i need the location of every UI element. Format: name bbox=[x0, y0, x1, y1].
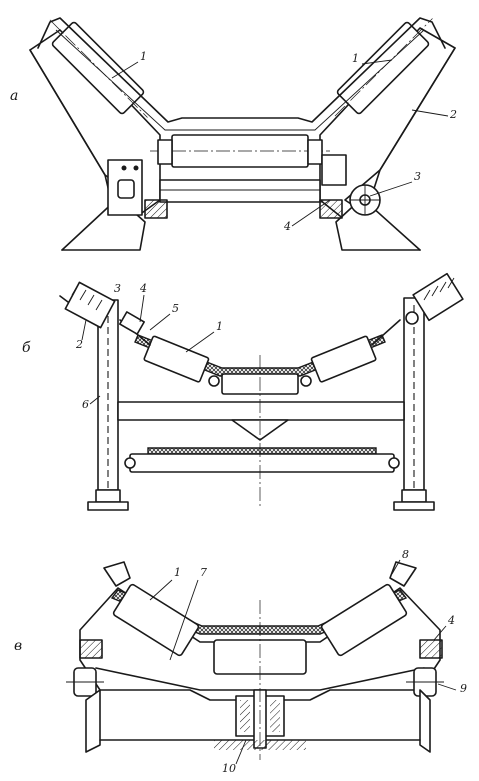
left-clamp bbox=[144, 199, 168, 219]
right-mount-hatch bbox=[420, 640, 442, 658]
right-hanger-link bbox=[371, 319, 401, 346]
right-edge-guard bbox=[389, 561, 417, 587]
left-spring-assembly bbox=[64, 281, 116, 329]
return-belt bbox=[147, 447, 377, 455]
callout-a-2: 2 bbox=[449, 108, 457, 121]
callout-b-3: 3 bbox=[114, 282, 121, 295]
callout-a-1-left: 1 bbox=[140, 50, 147, 63]
panel-b: б bbox=[22, 272, 464, 511]
right-clamp-hatch bbox=[320, 200, 342, 218]
left-wing-roller bbox=[143, 335, 210, 383]
panel-a: а bbox=[10, 17, 457, 251]
callout-a-3: 3 bbox=[414, 170, 421, 183]
panel-label-v: в bbox=[14, 638, 22, 654]
return-roller bbox=[129, 453, 395, 473]
lower-cross-beam bbox=[159, 179, 321, 203]
callout-b-1: 1 bbox=[216, 320, 223, 333]
left-edge-guard bbox=[103, 561, 131, 587]
roller-guard-bracket bbox=[37, 17, 446, 123]
left-clamp-hatch bbox=[145, 200, 167, 218]
panel-v: в bbox=[14, 548, 467, 775]
left-base-rail bbox=[85, 689, 101, 753]
left-post-base bbox=[95, 489, 121, 503]
panel-label-b: б bbox=[22, 340, 31, 356]
panel-label-a: а bbox=[10, 88, 18, 104]
callout-b-2: 2 bbox=[75, 338, 83, 351]
left-trough-roller bbox=[112, 583, 200, 657]
right-hanger-pin bbox=[405, 311, 419, 325]
callout-v-4: 4 bbox=[447, 614, 455, 627]
callout-v-7: 7 bbox=[200, 566, 207, 579]
callout-v-10: 10 bbox=[222, 762, 236, 775]
guard-inner-line bbox=[55, 29, 425, 131]
right-trough-roller bbox=[320, 583, 408, 657]
left-bracket-lock bbox=[117, 179, 135, 199]
right-base-rail bbox=[419, 689, 431, 753]
left-bolt bbox=[121, 165, 127, 171]
callout-v-8: 8 bbox=[402, 548, 409, 561]
left-bolt bbox=[133, 165, 139, 171]
left-hub bbox=[157, 139, 173, 165]
callout-v-1: 1 bbox=[174, 566, 181, 579]
callout-v-9: 9 bbox=[460, 682, 467, 695]
frame-cross-beam bbox=[117, 401, 405, 421]
right-bracket-plate bbox=[321, 154, 347, 186]
right-clamp bbox=[319, 199, 343, 219]
left-mount-hatch bbox=[80, 640, 102, 658]
spring-coils bbox=[71, 284, 103, 311]
spring-coils bbox=[423, 277, 455, 301]
left-base-plate bbox=[87, 501, 129, 511]
callout-b-5: 5 bbox=[172, 302, 179, 315]
callout-a-1-right: 1 bbox=[352, 52, 359, 65]
callout-b-6: 6 bbox=[82, 398, 89, 411]
callout-b-4: 4 bbox=[139, 282, 147, 295]
callout-a-4: 4 bbox=[283, 220, 291, 233]
right-base-plate bbox=[393, 501, 435, 511]
left-hanger-clamp bbox=[119, 311, 145, 335]
right-wing-roller bbox=[310, 335, 377, 383]
right-hub bbox=[307, 139, 323, 165]
right-post-base bbox=[401, 489, 427, 503]
right-spring-assembly bbox=[412, 272, 464, 322]
